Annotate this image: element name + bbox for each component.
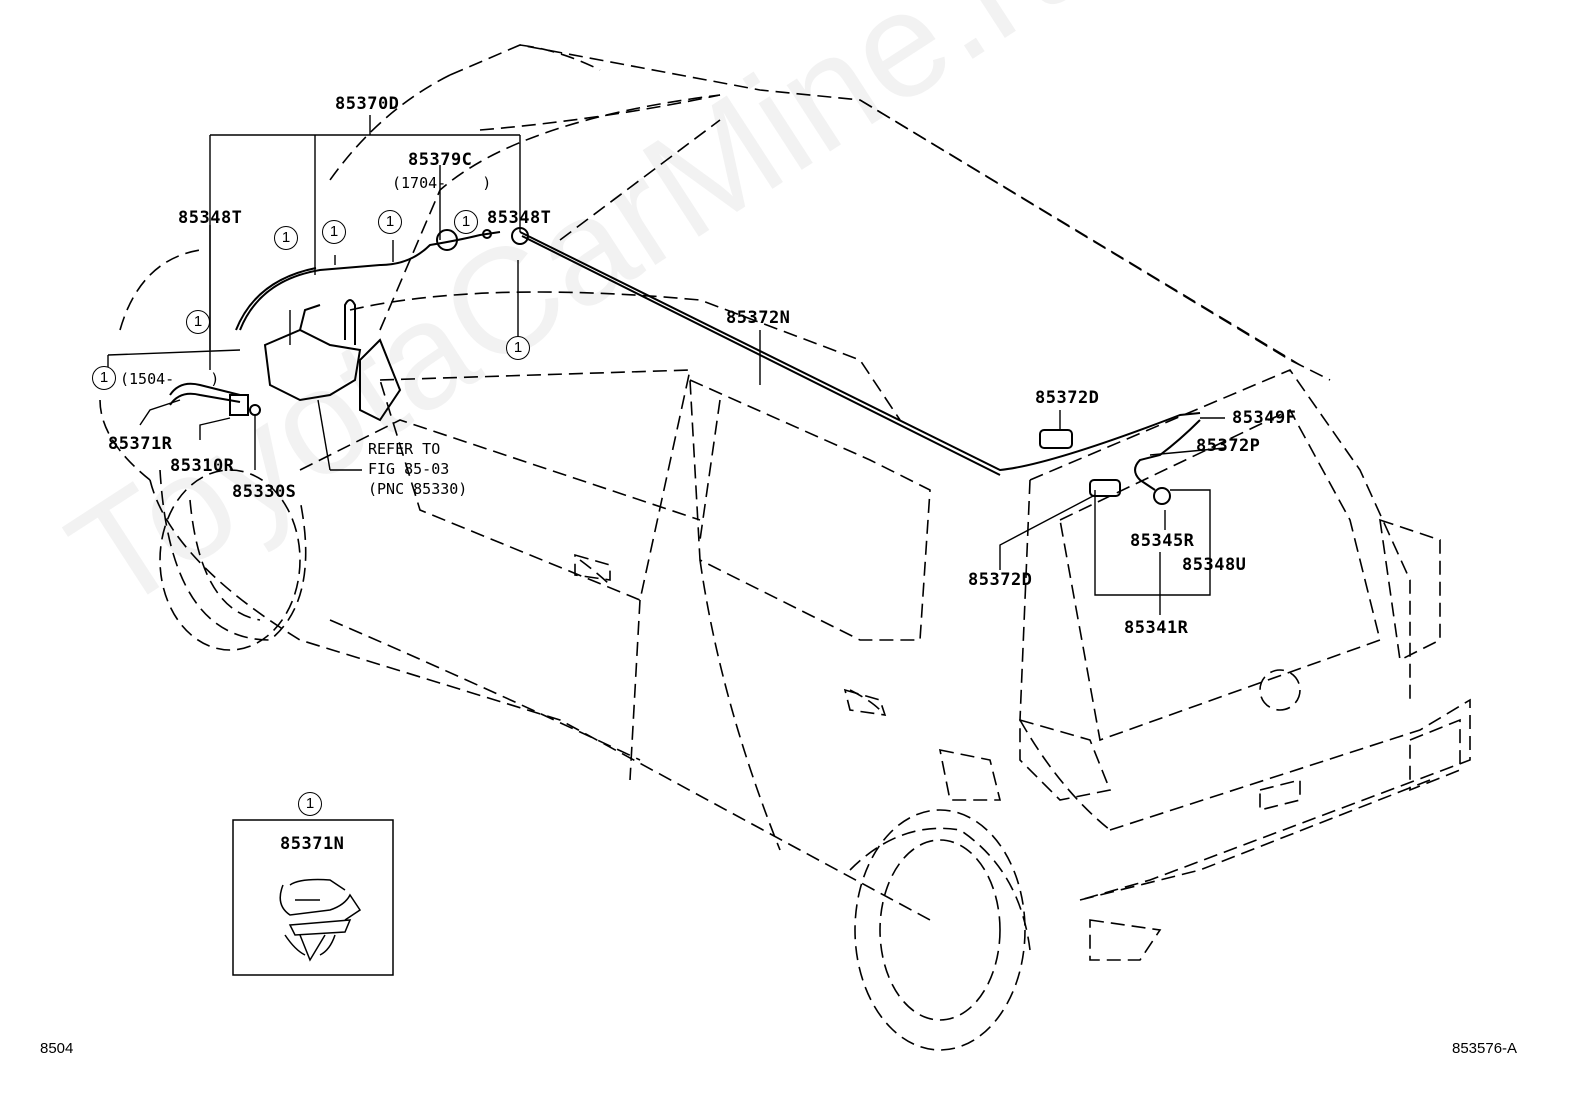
- hose-assembly: [169, 231, 1201, 491]
- callout-circle: 1: [506, 336, 530, 360]
- part-1504-range: (1504- ): [120, 370, 220, 388]
- washer-tank: [229, 299, 402, 422]
- part-85372D-top: 85372D: [1035, 388, 1100, 408]
- car-body-outline: [99, 44, 1471, 1051]
- leader-lines: [107, 115, 1226, 615]
- part-85379C-range: (1704- ): [392, 174, 492, 192]
- footer-page-code: 8504: [40, 1040, 74, 1057]
- part-85348T-left: 85348T: [178, 208, 243, 228]
- refer-line-2: FIG 85-03: [368, 460, 450, 478]
- part-85330S: 85330S: [232, 482, 297, 502]
- refer-line-3: (PNC 85330): [368, 480, 468, 498]
- callout-circle: 1: [298, 792, 322, 816]
- callout-circle: 1: [92, 366, 116, 390]
- callout-circle: 1: [274, 226, 298, 250]
- part-85371N: 85371N: [280, 834, 345, 854]
- part-85348T-right: 85348T: [487, 208, 552, 228]
- refer-line-1: REFER TO: [368, 440, 441, 458]
- callout-circle: 1: [378, 210, 402, 234]
- part-85372D-left: 85372D: [968, 570, 1033, 590]
- part-85345R: 85345R: [1130, 531, 1195, 551]
- callout-circle: 1: [454, 210, 478, 234]
- footer-figure-code: 853576-A: [1452, 1040, 1518, 1057]
- part-85348U: 85348U: [1182, 555, 1247, 575]
- part-85372P: 85372P: [1196, 436, 1261, 456]
- rear-nozzle-parts: [436, 227, 1171, 505]
- part-85310R: 85310R: [170, 456, 235, 476]
- part-85349F: 85349F: [1232, 408, 1297, 428]
- callout-circle: 1: [322, 220, 346, 244]
- inset-clip-box: [232, 819, 394, 976]
- callout-circle: 1: [186, 310, 210, 334]
- part-85372N: 85372N: [726, 308, 791, 328]
- part-85371R: 85371R: [108, 434, 173, 454]
- part-85370D: 85370D: [335, 94, 400, 114]
- part-85341R: 85341R: [1124, 618, 1189, 638]
- part-85379C: 85379C: [408, 150, 473, 170]
